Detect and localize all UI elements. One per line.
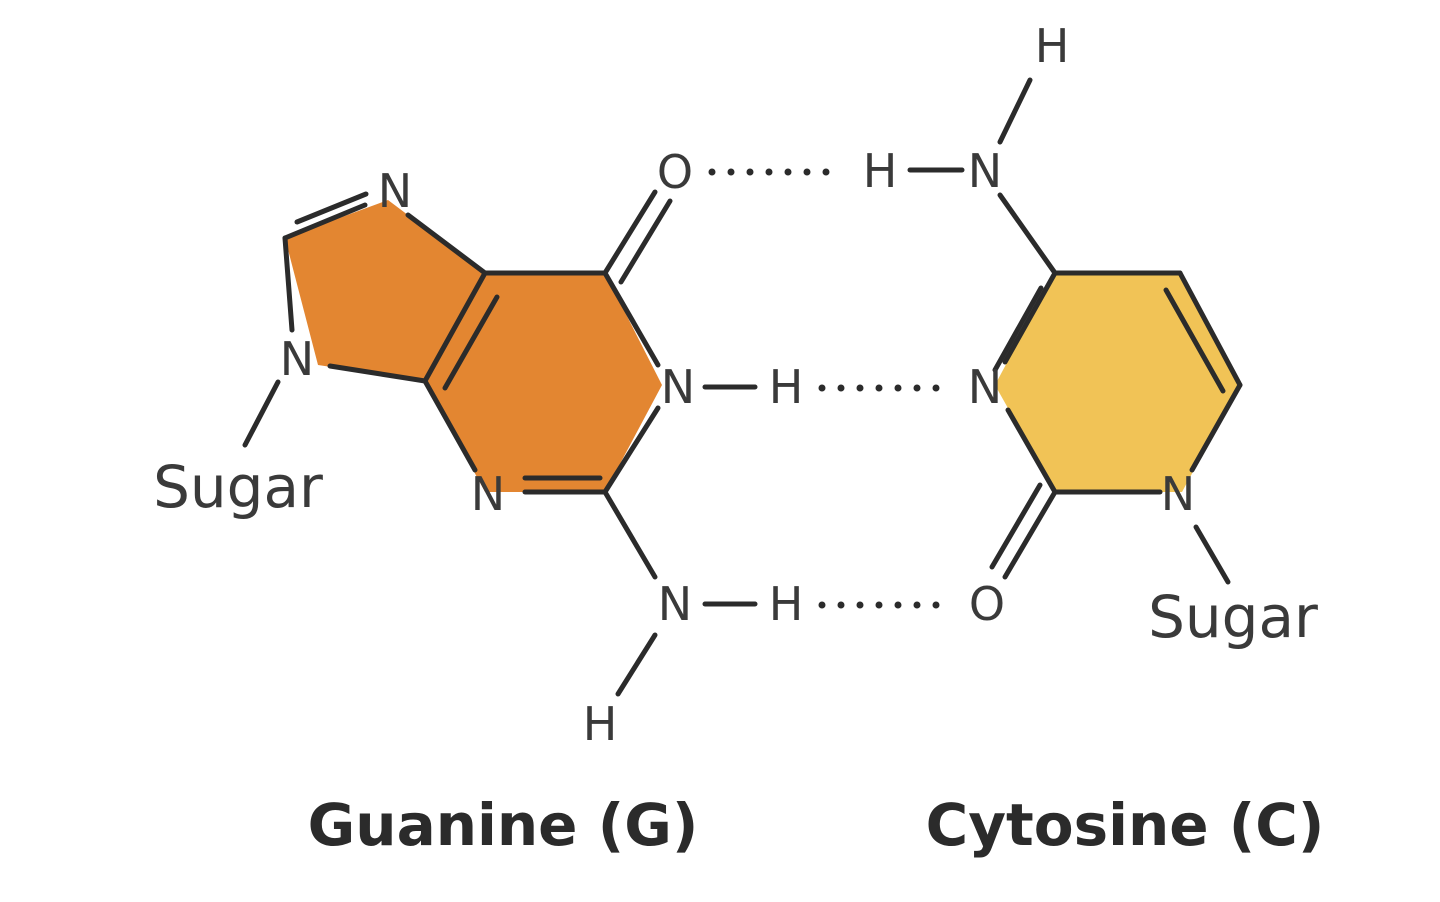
- guanine-sugar-label: Sugar: [153, 453, 323, 521]
- cytosine-h4a: H: [1035, 19, 1070, 73]
- guanine-n9: N: [280, 332, 314, 386]
- guanine-n1: N: [661, 360, 695, 414]
- cytosine-o2: O: [969, 577, 1005, 631]
- cytosine-caption: Cytosine (C): [926, 791, 1325, 859]
- guanine-bonds: [242, 189, 758, 697]
- guanine-ring-fill: [285, 200, 662, 492]
- guanine-caption: Guanine (G): [308, 791, 699, 859]
- cytosine-n3: N: [968, 360, 1002, 414]
- guanine-n7: N: [378, 164, 412, 218]
- guanine-h1: H: [769, 360, 804, 414]
- cytosine-h4b: H: [863, 144, 898, 198]
- cytosine-bonds: [907, 77, 1243, 585]
- guanine-n2: N: [658, 577, 692, 631]
- guanine-h2b: H: [583, 697, 618, 751]
- guanine-atoms: N N N N O H N H H Sugar: [153, 145, 803, 751]
- cytosine-n4: N: [968, 144, 1002, 198]
- guanine-o6: O: [657, 145, 693, 199]
- cytosine-ring-fill: [995, 273, 1240, 492]
- cytosine-n1: N: [1161, 467, 1195, 521]
- guanine-h2a: H: [769, 577, 804, 631]
- hydrogen-bonds: [708, 168, 959, 609]
- cytosine-atoms: H N H N N O Sugar: [863, 19, 1318, 651]
- guanine-n3: N: [471, 467, 505, 521]
- cytosine-sugar-label: Sugar: [1148, 583, 1318, 651]
